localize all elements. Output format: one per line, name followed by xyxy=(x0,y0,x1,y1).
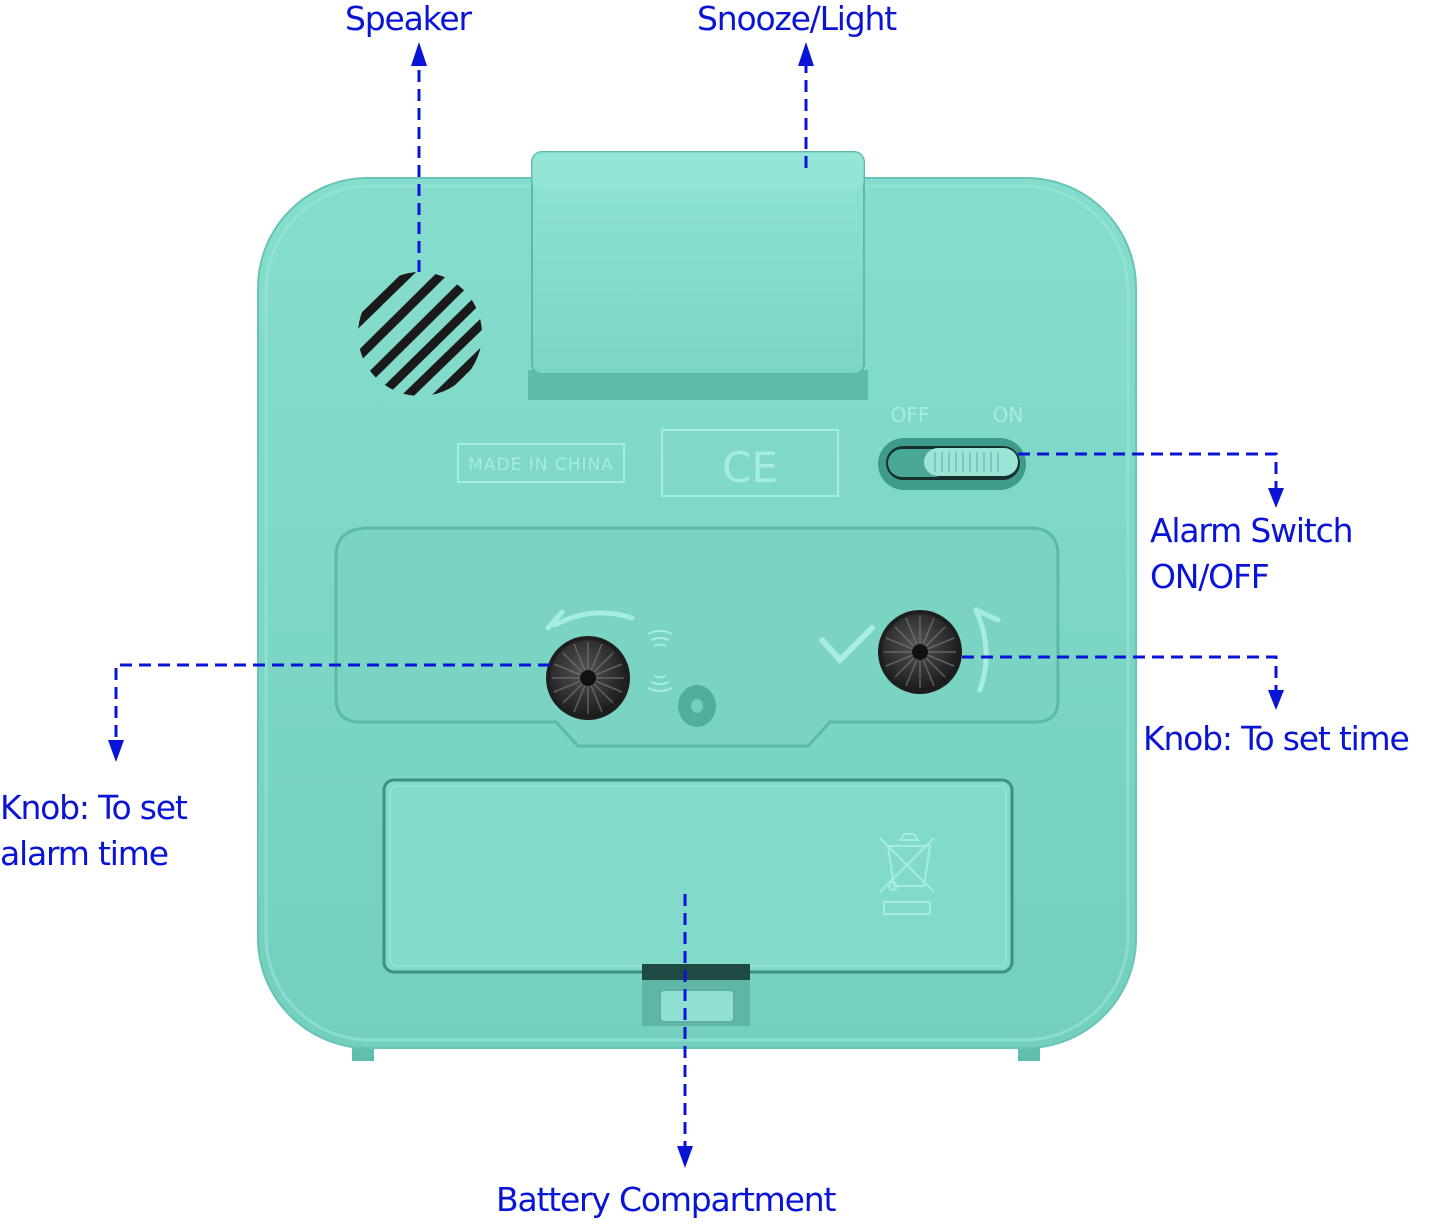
alarm-switch-arrow-icon xyxy=(1268,488,1284,508)
alarm-switch[interactable]: OFF ON xyxy=(878,403,1026,490)
knob-alarm-callout-line xyxy=(114,663,550,744)
knob-time-arrow-icon xyxy=(1268,690,1284,710)
knob-panel xyxy=(334,526,1060,748)
reset-hole xyxy=(678,685,716,727)
svg-text:OFF: OFF xyxy=(891,403,930,427)
rotate-arrow-left-emboss xyxy=(545,609,635,631)
snooze-light-button[interactable] xyxy=(528,151,868,400)
knob-alarm-label: Knob: To set alarm time xyxy=(0,785,188,877)
knob-time-label: Knob: To set time xyxy=(1143,719,1410,758)
knob-time-callout-line xyxy=(962,655,1278,694)
knob-alarm-label-line1: Knob: To set xyxy=(0,788,188,827)
time-set-knob[interactable] xyxy=(878,610,962,694)
alarm-switch-label-line1: Alarm Switch xyxy=(1150,511,1353,550)
alarm-sound-icon xyxy=(647,630,673,692)
svg-text:MADE IN CHINA: MADE IN CHINA xyxy=(468,455,614,475)
speaker-grille xyxy=(358,272,482,396)
svg-text:ON: ON xyxy=(993,403,1024,427)
weee-disposal-icon xyxy=(879,833,935,915)
alarm-switch-label: Alarm Switch ON/OFF xyxy=(1150,508,1353,600)
battery-latch[interactable] xyxy=(642,964,750,1026)
callout-arrowheads xyxy=(108,42,1284,1168)
check-mark-emboss xyxy=(819,625,875,665)
snooze-arrow-icon xyxy=(798,42,814,66)
speaker-label: Speaker xyxy=(345,0,472,38)
snooze-light-label: Snooze/Light xyxy=(697,0,897,38)
alarm-switch-label-line2: ON/OFF xyxy=(1150,557,1270,596)
ce-mark-emboss: CE xyxy=(661,429,839,497)
alarm-switch-callout-line xyxy=(1018,452,1278,490)
made-in-china-emboss: MADE IN CHINA xyxy=(457,443,625,483)
callout-lines xyxy=(114,66,1278,1150)
svg-text:CE: CE xyxy=(722,443,778,492)
knob-alarm-label-line2: alarm time xyxy=(0,834,169,873)
speaker-arrow-icon xyxy=(411,42,427,66)
knob-alarm-arrow-icon xyxy=(108,740,124,762)
rotate-arrow-right-emboss xyxy=(973,607,1001,693)
alarm-time-knob[interactable] xyxy=(546,636,630,720)
battery-arrow-icon xyxy=(677,1146,693,1168)
battery-compartment-label: Battery Compartment xyxy=(496,1180,836,1219)
